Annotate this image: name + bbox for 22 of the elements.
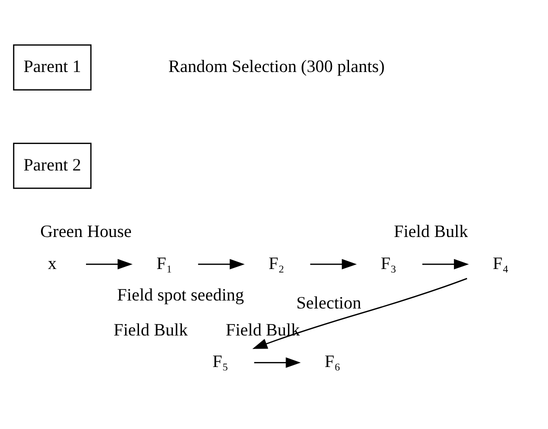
node-label: Field Bulk bbox=[226, 318, 300, 339]
node-label: Field spot seeding bbox=[117, 284, 244, 304]
node-label: Field Bulk bbox=[114, 318, 188, 339]
node-text: F₁ bbox=[156, 252, 172, 272]
node-label: Green House bbox=[40, 220, 132, 241]
arrow bbox=[254, 356, 301, 368]
node-text: x bbox=[48, 252, 57, 272]
arrow bbox=[252, 277, 468, 348]
node-text: F₂ bbox=[268, 252, 284, 272]
arrow bbox=[422, 258, 469, 269]
node-text: F₄ bbox=[492, 252, 509, 272]
label: Random Selection (300 plants) bbox=[168, 56, 385, 76]
node-text: F₃ bbox=[380, 252, 396, 272]
arrow bbox=[310, 258, 357, 269]
node-box: Parent 2 bbox=[13, 142, 92, 188]
node-box: Parent 1 bbox=[13, 44, 92, 90]
arrow bbox=[86, 258, 133, 269]
edge-label: Selection bbox=[296, 292, 362, 312]
arrow bbox=[198, 258, 245, 269]
node-label: Field Bulk bbox=[394, 220, 468, 241]
node-text: F₅ bbox=[212, 350, 228, 371]
node-text: F₆ bbox=[324, 350, 340, 371]
